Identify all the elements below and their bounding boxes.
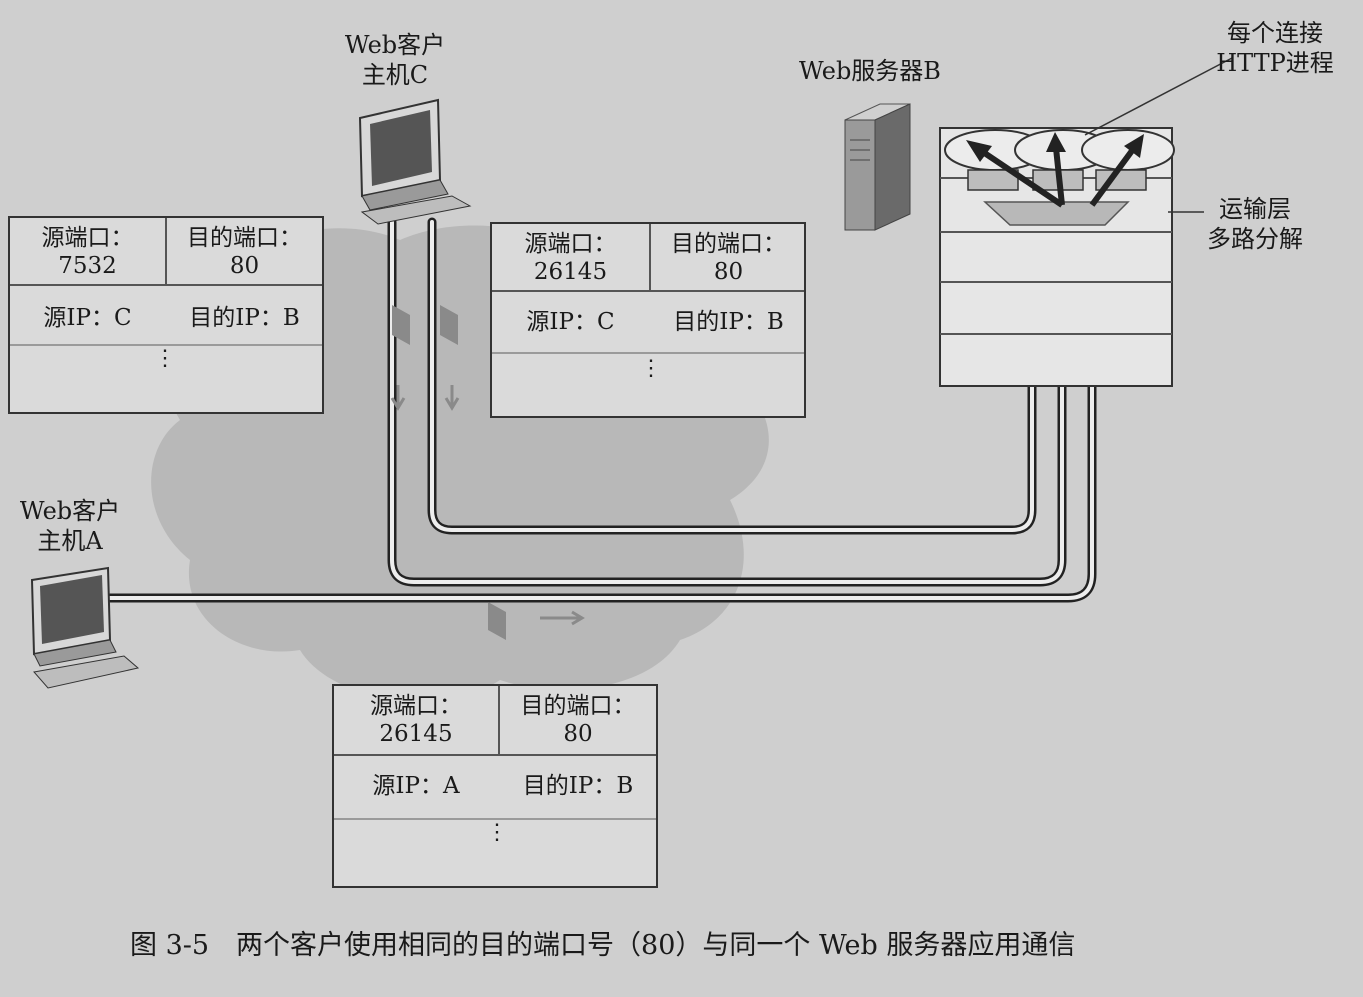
dst-ip: 目的IP：B bbox=[522, 773, 634, 799]
dst-port-value: 80 bbox=[713, 259, 744, 285]
src-port-label: 源端口： bbox=[370, 693, 462, 719]
more-fields: ⋮ bbox=[640, 356, 662, 381]
http-process-3 bbox=[1081, 129, 1175, 171]
src-port-value: 26145 bbox=[533, 259, 608, 285]
server-stack bbox=[939, 57, 1233, 387]
more-fields: ⋮ bbox=[486, 820, 508, 845]
server-b-label: Web服务器B bbox=[799, 57, 941, 85]
segment-header-c-7532: 源端口： 7532 目的端口： 80 源IP：C 目的IP：B ⋮ bbox=[8, 216, 324, 414]
segment-markers bbox=[390, 305, 585, 640]
computer-c-icon bbox=[358, 98, 472, 225]
connection-paths bbox=[105, 175, 1097, 603]
dst-port-label: 目的端口： bbox=[187, 225, 302, 251]
dst-port-value: 80 bbox=[229, 253, 260, 279]
computer-a-icon bbox=[30, 566, 140, 689]
client-a-label: Web客户主机A bbox=[19, 497, 121, 555]
figure-caption: 图 3-5 两个客户使用相同的目的端口号（80）与同一个 Web 服务器应用通信 bbox=[130, 930, 1076, 961]
src-port-label: 源端口： bbox=[524, 231, 617, 257]
src-port-value: 7532 bbox=[58, 253, 117, 279]
src-ip: 源IP：C bbox=[526, 309, 615, 335]
dst-port-label: 目的端口： bbox=[671, 231, 786, 257]
transport-demux-label: 运输层多路分解 bbox=[1207, 195, 1303, 253]
demux-funnel bbox=[983, 201, 1130, 226]
more-fields: ⋮ bbox=[154, 346, 176, 371]
client-c-label: Web客户主机C bbox=[344, 31, 446, 89]
dst-ip: 目的IP：B bbox=[673, 309, 784, 335]
dst-port-label: 目的端口： bbox=[520, 693, 636, 719]
segment-header-c-26145: 源端口： 26145 目的端口： 80 源IP：C 目的IP：B ⋮ bbox=[490, 222, 806, 418]
segment-header-a-26145: 源端口： 26145 目的端口： 80 源IP：A 目的IP：B ⋮ bbox=[332, 684, 658, 888]
src-port-value: 26145 bbox=[379, 721, 453, 747]
dst-port-value: 80 bbox=[563, 721, 593, 747]
server-tower-icon bbox=[844, 103, 911, 231]
socket-1 bbox=[967, 169, 1019, 191]
src-port-label: 源端口： bbox=[41, 225, 134, 251]
dst-ip: 目的IP：B bbox=[189, 305, 300, 331]
src-ip: 源IP：C bbox=[43, 305, 132, 331]
src-ip: 源IP：A bbox=[372, 773, 460, 799]
